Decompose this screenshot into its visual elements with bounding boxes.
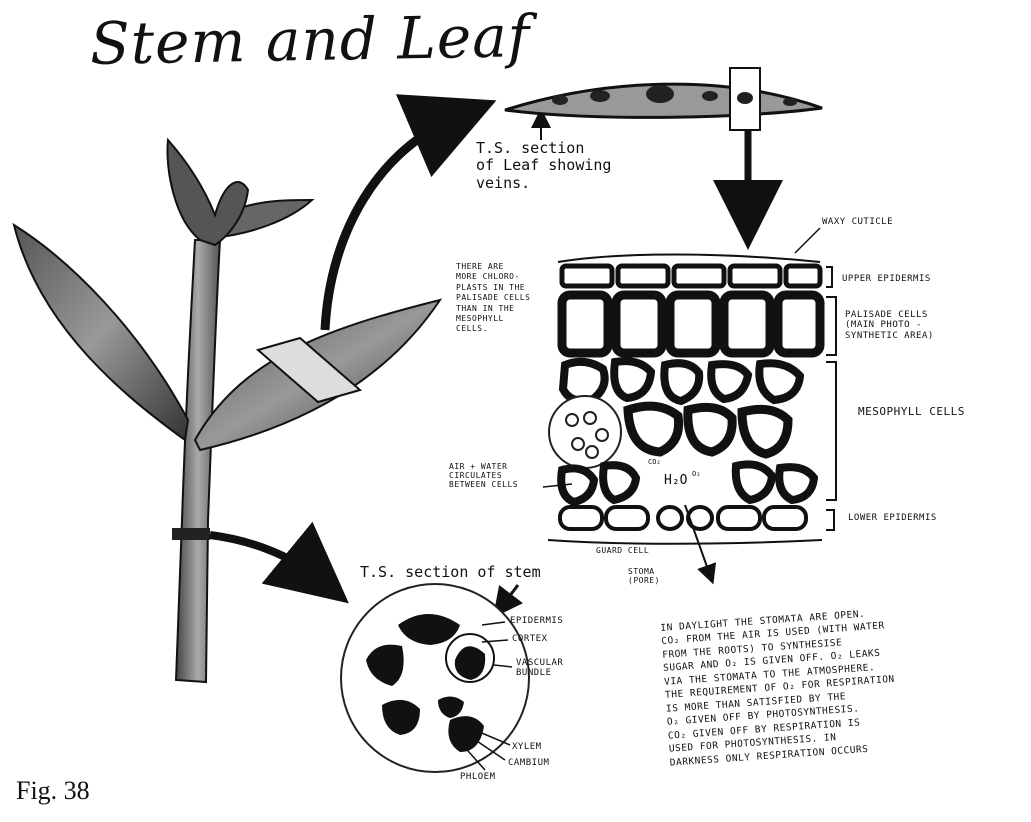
leaf-section-strip — [505, 68, 822, 130]
label-air-water: AIR + WATER CIRCULATES BETWEEN CELLS — [449, 462, 518, 490]
label-mesophyll: MESOPHYLL CELLS — [858, 406, 965, 419]
label-h2o: H₂O — [664, 474, 687, 489]
palisade-line: PALISADE CELLS — [845, 310, 934, 320]
label-phloem: PHLOEM — [460, 772, 496, 782]
vascular-line: BUNDLE — [516, 668, 563, 678]
vascular-line: VASCULAR — [516, 658, 563, 668]
figure-caption: Fig. 38 — [16, 776, 90, 806]
note-line: MORE CHLORO- — [456, 272, 530, 282]
note-line: THERE ARE — [456, 262, 530, 272]
leaf-caption-line: T.S. section — [476, 140, 611, 157]
daylight-note: IN DAYLIGHT THE STOMATA ARE OPEN. CO₂ FR… — [660, 606, 900, 770]
air-line: CIRCULATES — [449, 471, 518, 480]
label-cambium: CAMBIUM — [508, 758, 549, 768]
leaf-caption-line: of Leaf showing — [476, 157, 611, 174]
stem-cut-band — [172, 528, 210, 540]
label-epidermis: EPIDERMIS — [510, 616, 563, 626]
arrow-to-leaf-section — [325, 118, 455, 330]
leaf-tissue-detail — [543, 228, 836, 575]
arrow-to-stem-pointer — [502, 585, 518, 606]
label-co2: CO₂ — [648, 458, 661, 466]
left-leaf — [14, 225, 188, 440]
palisade-line: SYNTHETIC AREA) — [845, 331, 934, 341]
plant-stem — [176, 240, 220, 682]
leaf-section-caption: T.S. section of Leaf showing veins. — [476, 140, 611, 192]
stem-section-caption: T.S. section of stem — [360, 564, 541, 581]
air-line: AIR + WATER — [449, 462, 518, 471]
stoma-line: (PORE) — [628, 576, 660, 585]
label-o2: O₂ — [692, 470, 700, 478]
stem-cross-section — [341, 584, 529, 772]
page-title: Stem and Leaf — [89, 2, 530, 78]
vein-bundle — [549, 396, 621, 468]
stoma-line: STOMA — [628, 567, 660, 576]
label-guard-cell: GUARD CELL — [596, 546, 649, 555]
label-stoma: STOMA (PORE) — [628, 567, 660, 585]
label-upper-epidermis: UPPER EPIDERMIS — [842, 274, 931, 284]
label-xylem: XYLEM — [512, 742, 542, 752]
note-line: PALISADE CELLS — [456, 293, 530, 303]
note-line: PLASTS IN THE — [456, 283, 530, 293]
palisade-line: (MAIN PHOTO - — [845, 320, 934, 330]
label-vascular-bundle: VASCULAR BUNDLE — [516, 658, 563, 679]
label-waxy-cuticle: WAXY CUTICLE — [822, 217, 893, 227]
plant-illustration — [14, 140, 440, 682]
note-line: THAN IN THE — [456, 304, 530, 314]
note-line: MESOPHYLL — [456, 314, 530, 324]
leaf-caption-line: veins. — [476, 175, 611, 192]
label-palisade-cells: PALISADE CELLS (MAIN PHOTO - SYNTHETIC A… — [845, 310, 934, 341]
air-line: BETWEEN CELLS — [449, 480, 518, 489]
chloroplast-note: THERE ARE MORE CHLORO- PLASTS IN THE PAL… — [456, 262, 530, 335]
label-cortex: CORTEX — [512, 634, 548, 644]
label-lower-epidermis: LOWER EPIDERMIS — [848, 513, 937, 523]
guard-cell-left — [658, 507, 682, 529]
arrow-to-stem-section — [210, 535, 318, 578]
note-line: CELLS. — [456, 324, 530, 334]
